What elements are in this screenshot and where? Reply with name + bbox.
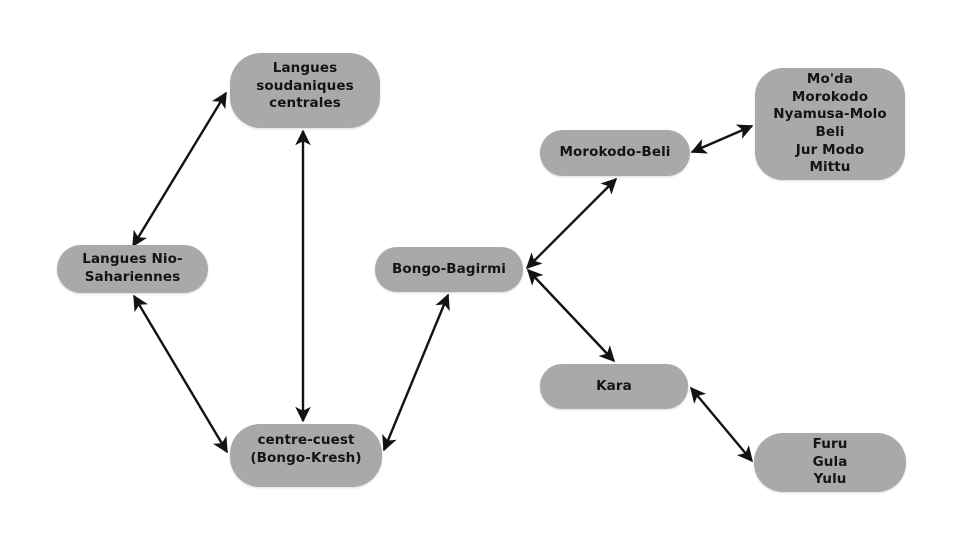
node-langues-nio-sahariennes: Langues Nio- Sahariennes <box>57 245 208 293</box>
node-moda-morokodo-group: Mo'da Morokodo Nyamusa-Molo Beli Jur Mod… <box>755 68 905 180</box>
edge-morokodo-beli--moda-morokodo-group <box>690 124 754 154</box>
edge-kara--furu-gula-yulu <box>690 386 753 463</box>
edge-centre-cuest-bongo-kresh--bongo-bagirmi <box>382 293 450 452</box>
node-kara: Kara <box>540 364 688 409</box>
edge-langues-nio-sahariennes--langues-soudaniques-centrales <box>131 91 228 248</box>
node-langues-soudaniques-centrales: Langues soudaniques centrales <box>230 53 380 128</box>
node-furu-gula-yulu: Furu Gula Yulu <box>754 433 906 492</box>
node-morokodo-beli: Morokodo-Beli <box>540 130 690 176</box>
edge-bongo-bagirmi--kara <box>526 268 616 363</box>
node-bongo-bagirmi: Bongo-Bagirmi <box>375 247 523 292</box>
node-centre-cuest-bongo-kresh: centre-cuest (Bongo-Kresh) <box>230 424 382 487</box>
edge-bongo-bagirmi--morokodo-beli <box>525 177 618 270</box>
edge-langues-nio-sahariennes--centre-cuest-bongo-kresh <box>132 294 229 454</box>
